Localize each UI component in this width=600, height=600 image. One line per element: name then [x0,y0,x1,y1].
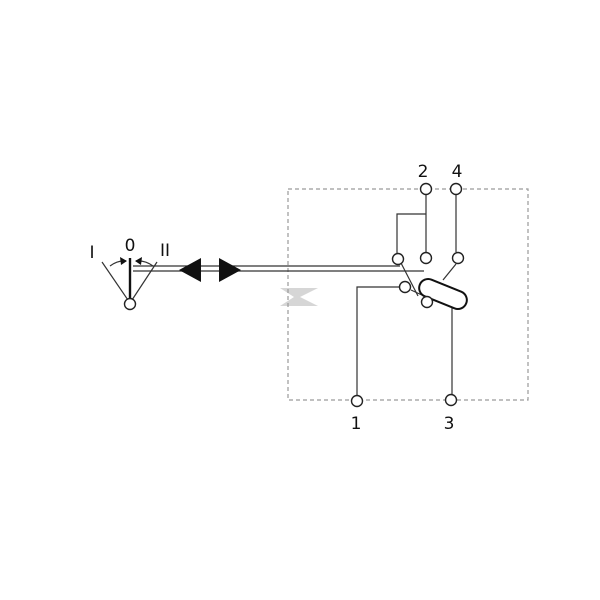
position-label-left: I [89,243,94,263]
terminal-label-1: 1 [351,414,362,434]
contact-point [398,280,412,294]
terminal-label-3: 3 [444,414,455,434]
switch-housing [287,188,529,401]
position-label-center: 0 [125,236,136,256]
watermark-logo [280,288,318,306]
contact-point [391,252,405,266]
contact-point [420,295,434,309]
internal-wiring [356,195,457,396]
rocker-contact [418,278,468,310]
contact-point [419,251,433,265]
terminal-1-pin [350,394,364,408]
terminal-3-pin [444,393,458,407]
right-arrow-icon [219,258,241,282]
terminal-2-pin [419,182,433,196]
contact-point [451,251,465,265]
actuator-shaft [133,265,424,272]
terminal-label-2: 2 [418,162,429,182]
toggle-lever [101,257,158,311]
terminal-label-4: 4 [452,162,463,182]
position-label-right: II [160,241,170,261]
contact-points [350,182,465,408]
terminal-4-pin [449,182,463,196]
left-arrow-icon [179,258,201,282]
pivot-terminal [123,297,137,311]
